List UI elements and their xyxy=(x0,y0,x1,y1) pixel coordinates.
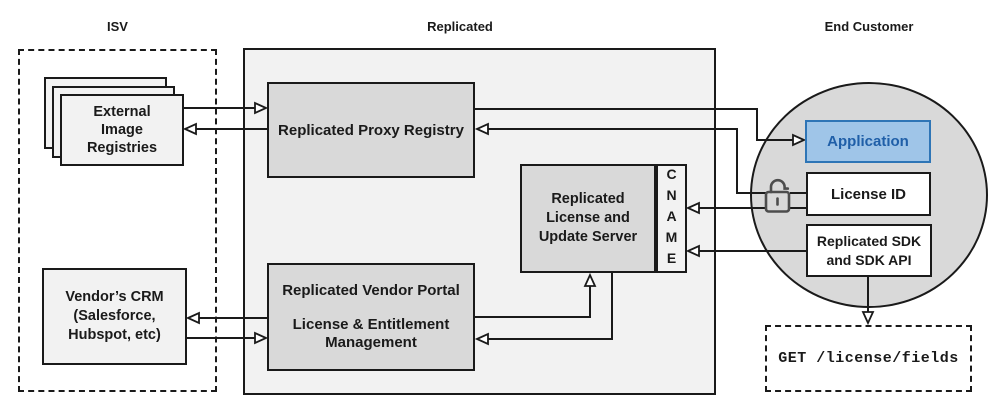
replicated-section-title: Replicated xyxy=(427,19,493,34)
vendor-portal-title: Replicated Vendor Portal xyxy=(282,281,460,299)
license-update-server-node: Replicated License and Update Server xyxy=(520,164,656,273)
vendor-crm-label: Vendor’s CRM (Salesforce, Hubspot, etc) xyxy=(65,288,164,344)
proxy-registry-label: Replicated Proxy Registry xyxy=(278,121,464,139)
arrowhead-into-crm xyxy=(185,311,200,325)
license-id-label: License ID xyxy=(830,185,907,203)
arrowhead-into-get xyxy=(861,311,875,326)
connector-proxy-to-application xyxy=(475,108,793,141)
cname-strip: CNAME xyxy=(656,164,687,273)
arrowhead-into-registries xyxy=(182,122,197,136)
isv-section-title: ISV xyxy=(107,19,128,34)
end-customer-section-title: End Customer xyxy=(824,19,914,34)
arrowhead-into-portal-right xyxy=(474,332,489,346)
application-node: Application xyxy=(805,120,931,163)
vendor-portal-node: Replicated Vendor Portal License & Entit… xyxy=(267,263,475,371)
arrowhead-into-cname-bottom xyxy=(685,244,700,258)
connector-portal-to-server xyxy=(475,286,591,318)
external-registries-label: External Image Registries xyxy=(86,103,158,157)
replicated-sdk-label: Replicated SDK and SDK API xyxy=(816,233,922,268)
arrowhead-into-server xyxy=(583,272,597,287)
vendor-crm-node: Vendor’s CRM (Salesforce, Hubspot, etc) xyxy=(42,268,187,365)
replicated-sdk-node: Replicated SDK and SDK API xyxy=(806,224,932,277)
license-id-node: License ID xyxy=(806,172,931,216)
vendor-portal-subtitle: License & Entitlement Management xyxy=(292,315,450,352)
connector-server-to-portal xyxy=(488,273,613,340)
arrowhead-into-portal-left xyxy=(254,331,269,345)
unlock-icon xyxy=(764,178,791,213)
arrowhead-into-cname-top xyxy=(685,201,700,215)
external-registries-node: External Image Registries xyxy=(60,94,184,166)
arrowhead-into-proxy-right xyxy=(474,122,489,136)
cname-label: CNAME xyxy=(663,166,680,271)
get-license-fields-node: GET /license/fields xyxy=(765,325,972,392)
connector-licenseid-to-proxy xyxy=(488,128,806,194)
arrowhead-into-application xyxy=(792,133,807,147)
proxy-registry-node: Replicated Proxy Registry xyxy=(267,82,475,178)
license-update-server-label: Replicated License and Update Server xyxy=(538,190,638,246)
arrowhead-into-proxy-left xyxy=(254,101,269,115)
get-license-fields-label: GET /license/fields xyxy=(778,350,959,367)
application-label: Application xyxy=(827,133,909,150)
